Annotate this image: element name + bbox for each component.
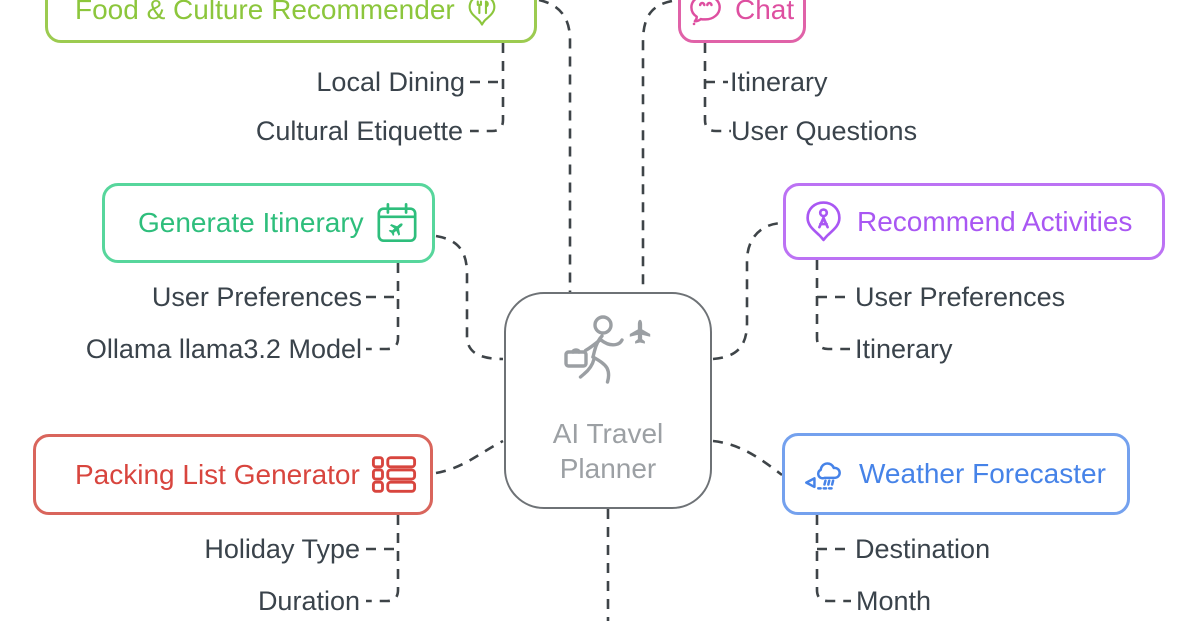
pin-person-icon xyxy=(806,201,841,242)
edge-packing-list-to-center xyxy=(435,439,504,475)
center-node-ai-travel-planner: AI Travel Planner xyxy=(504,292,712,509)
edge-food-to-center xyxy=(538,0,572,292)
checklist-icon xyxy=(371,456,416,493)
leaf-ollama-model: Ollama llama3.2 Model xyxy=(85,334,362,364)
edge-wf-children xyxy=(815,515,851,603)
edge-recommend-activities-to-center xyxy=(712,221,783,361)
leaf-duration: Duration xyxy=(257,586,360,616)
edge-weather-to-center xyxy=(712,439,783,477)
chat-bubble-icon xyxy=(690,0,721,26)
node-food-label: Food & Culture Recommender xyxy=(75,0,455,25)
node-ra-label: Recommend Activities xyxy=(857,205,1133,237)
node-chat: Chat xyxy=(678,0,806,43)
edge-plg-children xyxy=(366,515,400,603)
calendar-plane-icon xyxy=(377,203,417,243)
edge-generate-itinerary-to-center xyxy=(435,234,504,361)
node-weather-forecaster: Weather Forecaster xyxy=(782,433,1130,515)
leaf-chat-itinerary: Itinerary xyxy=(730,67,828,97)
edge-chat-to-center xyxy=(641,0,673,292)
node-food-culture-recommender: Food & Culture Recommender xyxy=(45,0,537,43)
center-node-label: AI Travel Planner xyxy=(552,418,664,484)
node-packing-list-generator: Packing List Generator xyxy=(33,434,433,515)
storm-cloud-wind-icon xyxy=(805,461,841,490)
leaf-holiday-type: Holiday Type xyxy=(204,534,360,564)
edge-chat-children xyxy=(703,43,731,133)
leaf-ra-itinerary: Itinerary xyxy=(855,334,953,364)
edge-gi-children xyxy=(366,263,400,351)
leaf-month: Month xyxy=(856,586,932,616)
edge-food-children xyxy=(470,43,505,133)
traveler-with-briefcase-and-plane-icon xyxy=(564,315,651,384)
node-chat-label: Chat xyxy=(735,0,795,25)
leaf-gi-user-preferences: User Preferences xyxy=(151,282,362,312)
node-recommend-activities: Recommend Activities xyxy=(783,183,1165,260)
leaf-local-dining: Local Dining xyxy=(316,67,465,97)
node-generate-itinerary: Generate Itinerary xyxy=(102,183,435,263)
leaf-cultural-etiquette: Cultural Etiquette xyxy=(255,116,463,146)
node-gi-label: Generate Itinerary xyxy=(138,207,364,238)
leaf-ra-user-preferences: User Preferences xyxy=(855,282,1066,312)
food-pin-icon xyxy=(468,0,496,26)
edge-ra-children xyxy=(815,260,850,351)
node-plg-label: Packing List Generator xyxy=(75,458,360,490)
leaf-user-questions: User Questions xyxy=(731,116,918,146)
node-wf-label: Weather Forecaster xyxy=(859,458,1106,489)
leaf-destination: Destination xyxy=(855,534,991,564)
